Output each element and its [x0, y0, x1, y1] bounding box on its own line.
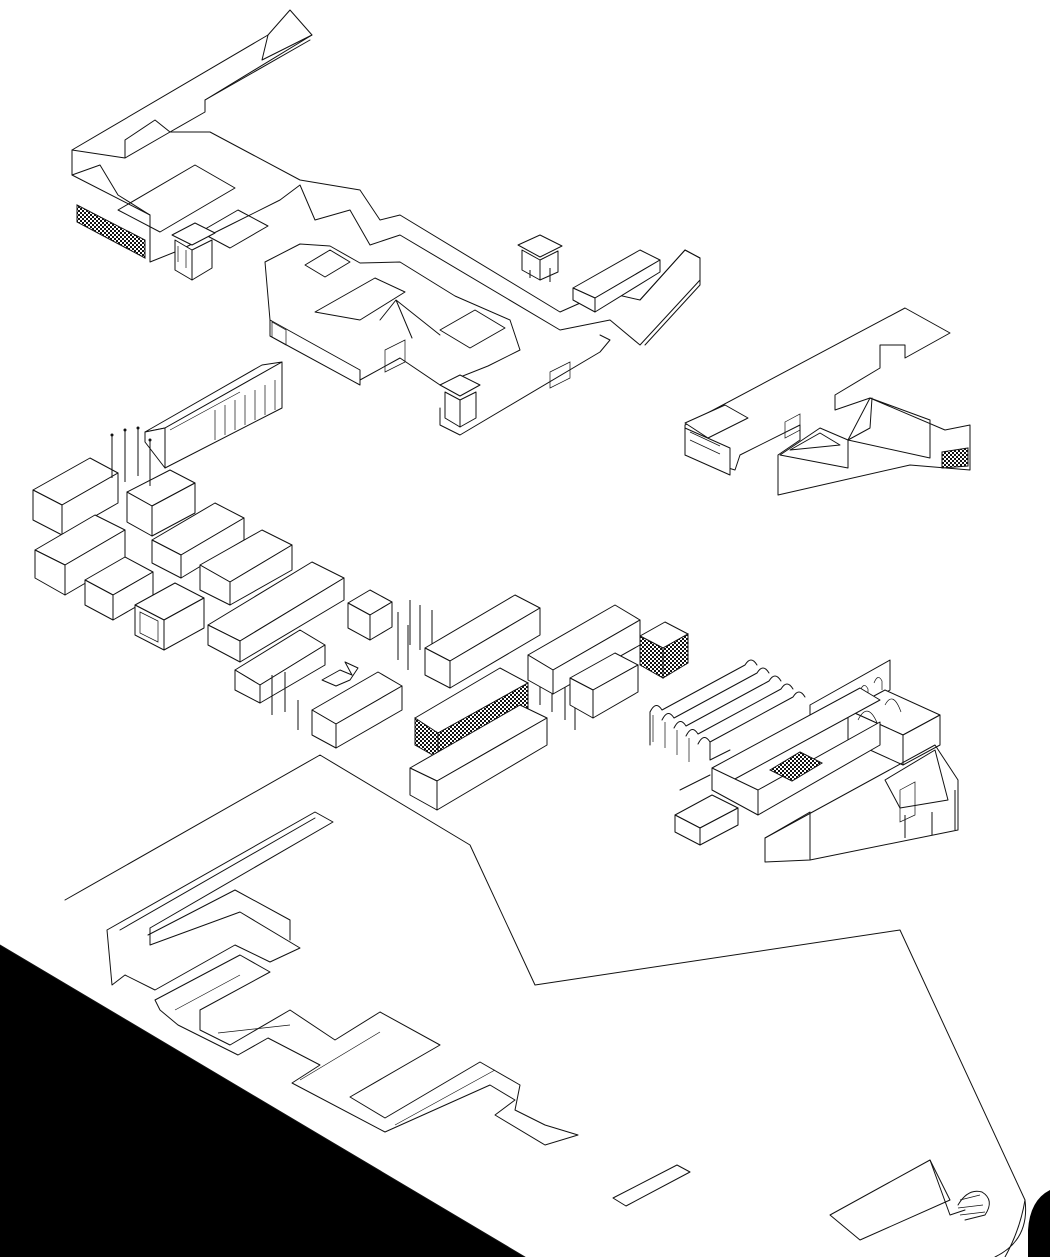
hall-step [674, 774, 739, 846]
hall-screen [768, 751, 824, 782]
wedge-block [764, 744, 959, 863]
east-screen [941, 447, 969, 469]
sunken-paths [106, 811, 579, 1146]
east-wing-outline [684, 307, 971, 496]
roof-fold [71, 164, 151, 216]
roof-court-2 [199, 209, 269, 249]
east-wing-layer [684, 307, 971, 496]
site-plinth-layer [0, 754, 1050, 1257]
small-cube [347, 589, 393, 641]
kiosk-1 [171, 222, 216, 281]
box-cluster-left [32, 457, 403, 749]
central-base [439, 334, 611, 436]
roof-end-fold [639, 249, 701, 346]
roof-level-layer [71, 9, 701, 436]
roof-court-1 [117, 164, 236, 233]
barrel-vaults [649, 659, 806, 762]
central-front-wall [269, 319, 361, 386]
site-edge [0, 944, 1026, 1257]
roof-ridge [261, 34, 313, 61]
kiosk-3-roof [439, 374, 481, 397]
east-pavilion-wall [684, 427, 731, 476]
east-pavilion-windows [689, 431, 721, 455]
kiosk-3-wall [444, 391, 461, 428]
roof-edge [124, 39, 311, 159]
vaulted-hall-layer [649, 659, 959, 863]
pole-cluster-1 [110, 426, 152, 486]
central-window-right [549, 361, 571, 389]
central-court-2 [439, 309, 506, 349]
roof-court-3 [304, 249, 351, 278]
pavilion-volumes-layer [32, 361, 689, 811]
central-court [314, 277, 406, 321]
east-gable [789, 432, 841, 451]
small-slot [612, 1164, 691, 1207]
roof-outline [71, 9, 313, 159]
kiosk-2 [517, 234, 563, 282]
corner-ramp [829, 1159, 990, 1241]
pole-cluster-2 [397, 600, 433, 670]
central-windows [271, 321, 406, 373]
roof-bar-block [572, 249, 661, 313]
sculpture [321, 661, 359, 687]
central-fold [379, 299, 441, 339]
screen-facade-left [76, 204, 146, 259]
east-pavilion-roof [684, 404, 749, 439]
east-stair [847, 397, 873, 441]
central-roof [264, 243, 521, 386]
kiosk-3-wall-2 [459, 391, 477, 428]
colonnade-slab [144, 361, 283, 469]
site-outline [64, 754, 1027, 1257]
box-cluster-center [409, 594, 689, 811]
ground-shadow-right [1028, 1190, 1050, 1257]
pole-cluster-3 [271, 672, 299, 730]
east-window [784, 413, 801, 439]
hall-base-block [711, 687, 881, 816]
east-courtyard [779, 397, 931, 469]
